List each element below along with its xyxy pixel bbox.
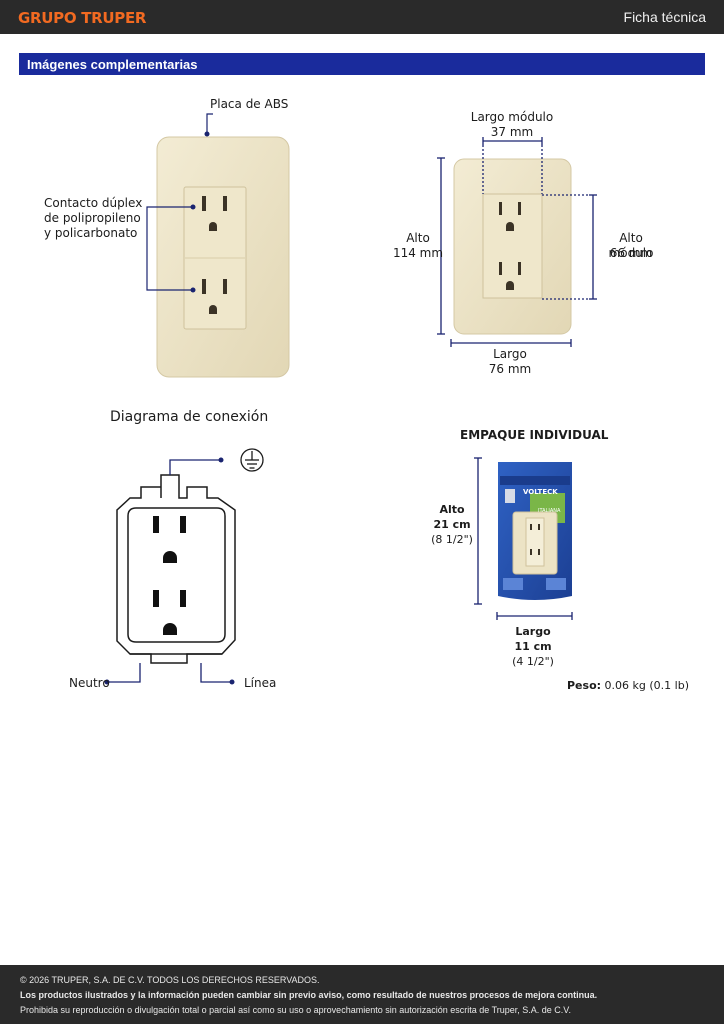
package-tag: ITALIANA: [538, 508, 561, 514]
width-value: 76 mm: [488, 362, 532, 376]
footer-notice: Los productos ilustrados y la informació…: [20, 990, 598, 1000]
outlet-plate-photo: [156, 136, 290, 378]
package-width-in: (4 1/2"): [512, 655, 554, 668]
package-height-in: (8 1/2"): [431, 533, 473, 546]
callout-lines: [146, 113, 213, 291]
ground-symbol-icon: [240, 448, 264, 472]
module-height-value: 66 mm: [609, 246, 653, 260]
section-title: Imágenes complementarias: [27, 57, 198, 72]
top-bar: GRUPO TRUPER Ficha técnica: [0, 0, 724, 34]
module-height-label: Alto módulo: [608, 231, 654, 260]
footer: © 2026 TRUPER, S.A. DE C.V. TODOS LOS DE…: [0, 965, 724, 1024]
packaging-title: EMPAQUE INDIVIDUAL: [460, 428, 609, 442]
width-label: Largo: [493, 347, 527, 361]
neutral-label: Neutro: [69, 676, 110, 690]
package-width-label: Largo: [515, 625, 551, 638]
wiring-leads: [107, 459, 232, 683]
line-label: Línea: [244, 676, 277, 690]
module-width-value: 37 mm: [490, 125, 534, 139]
height-label: Alto: [406, 231, 430, 245]
footer-copyright: © 2026 TRUPER, S.A. DE C.V. TODOS LOS DE…: [20, 975, 320, 985]
ground-lead-dot: [218, 457, 224, 463]
weight-value: 0.06 kg (0.1 lb): [604, 679, 689, 692]
brand-logo: GRUPO TRUPER: [18, 9, 147, 27]
wiring-diagram-title: Diagrama de conexión: [110, 409, 269, 425]
contact-material-line2: de polipropileno: [44, 211, 141, 225]
contact-material-line1: Contacto dúplex: [44, 196, 143, 210]
document-type: Ficha técnica: [623, 9, 706, 25]
dimension-lines: [437, 137, 597, 347]
package-brand: VOLTECK: [523, 488, 558, 496]
outlet-plate-dimensions: [453, 158, 572, 335]
contact-material-line3: y policarbonato: [44, 226, 138, 240]
package-dimension-lines: [474, 457, 573, 620]
package-height-label: Alto: [439, 503, 465, 516]
package-weight: Peso: 0.06 kg (0.1 lb): [567, 679, 689, 693]
package-photo: [498, 462, 572, 600]
neutral-lead-dot: [104, 679, 110, 685]
plate-material-label: Placa de ABS: [210, 97, 289, 111]
module-width-label: Largo módulo: [470, 110, 554, 124]
footer-legal: Prohibida su reproducción o divulgación …: [20, 1005, 571, 1015]
wiring-diagram: [116, 474, 236, 664]
callout-dot: [190, 287, 196, 293]
height-value: 114 mm: [392, 246, 444, 260]
weight-label: Peso:: [567, 679, 602, 692]
callout-dot: [190, 204, 196, 210]
section-header: Imágenes complementarias: [19, 53, 705, 75]
package-width-cm: 11 cm: [514, 640, 552, 653]
wiring-slots: [153, 516, 186, 635]
line-lead-dot: [229, 679, 235, 685]
package-height-cm: 21 cm: [433, 518, 471, 531]
callout-dot: [204, 131, 210, 137]
